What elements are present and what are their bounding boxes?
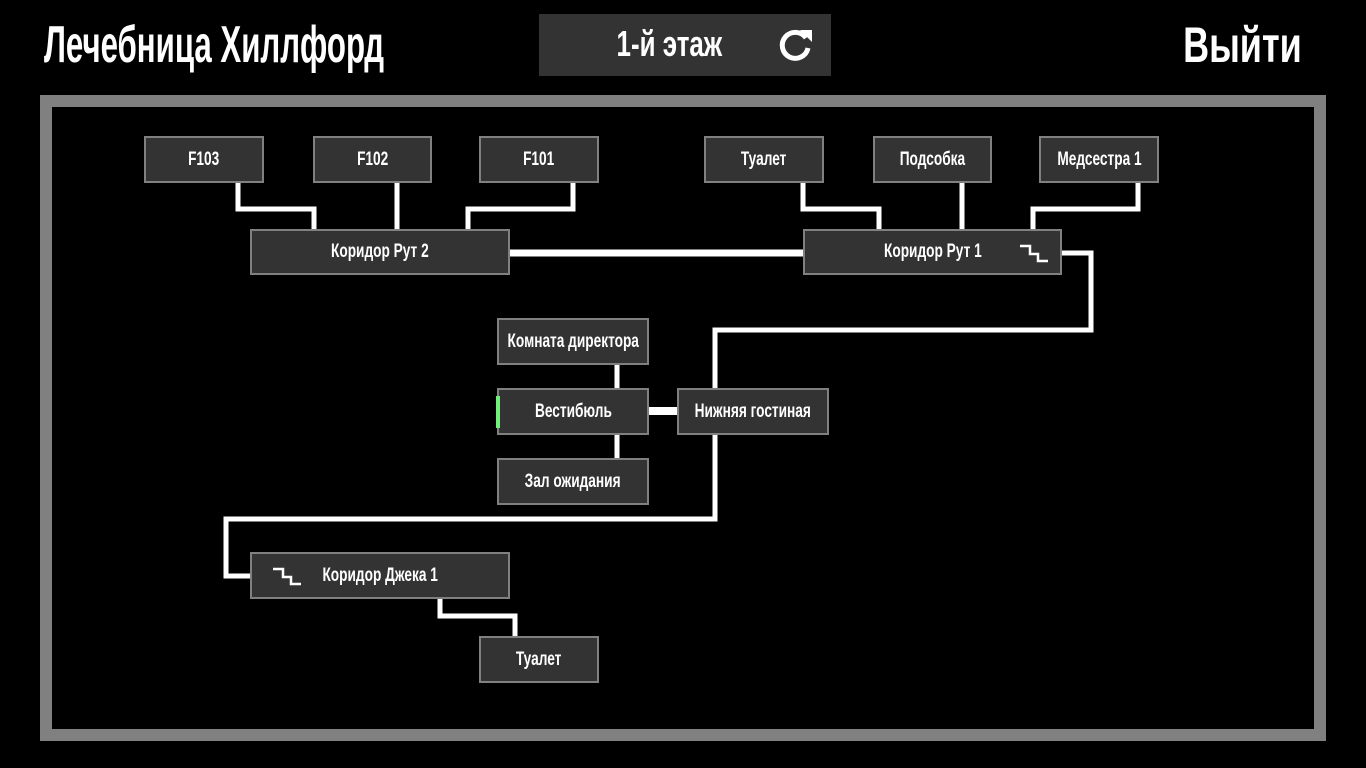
connector xyxy=(712,250,1094,388)
room-waiting-hall[interactable]: Зал ожидания xyxy=(497,458,649,505)
stairs-icon xyxy=(1020,244,1048,263)
room-director[interactable]: Комната директора xyxy=(497,318,649,365)
connector xyxy=(465,182,576,229)
stairs-icon xyxy=(273,567,301,586)
floor-label: 1-й этаж xyxy=(616,23,722,64)
exit-button[interactable]: Выйти xyxy=(1183,17,1302,73)
room-toilet-2[interactable]: Туалет xyxy=(479,636,599,683)
connector xyxy=(223,434,718,579)
room-ruth-corridor-2[interactable]: Коридор Рут 2 xyxy=(250,229,510,275)
room-f101[interactable]: F101 xyxy=(479,136,599,183)
room-f103[interactable]: F103 xyxy=(144,136,264,183)
connector xyxy=(437,598,518,636)
connector xyxy=(1030,182,1141,229)
refresh-icon[interactable] xyxy=(776,26,814,64)
room-f102[interactable]: F102 xyxy=(313,136,432,183)
room-ruth-corridor-1[interactable]: Коридор Рут 1 xyxy=(803,229,1062,275)
room-lower-lounge[interactable]: Нижняя гостиная xyxy=(677,388,829,435)
connector xyxy=(235,182,317,229)
current-location-marker xyxy=(496,396,500,428)
app-title: Лечебница Хиллфорд xyxy=(44,16,385,74)
room-jack-corridor-1[interactable]: Коридор Джека 1 xyxy=(250,552,510,599)
room-lobby[interactable]: Вестибюль xyxy=(496,388,649,435)
connector xyxy=(800,182,882,229)
room-toilet-1[interactable]: Туалет xyxy=(704,136,824,183)
room-storage[interactable]: Подсобка xyxy=(873,136,992,183)
room-nurse-1[interactable]: Медсестра 1 xyxy=(1039,136,1159,183)
